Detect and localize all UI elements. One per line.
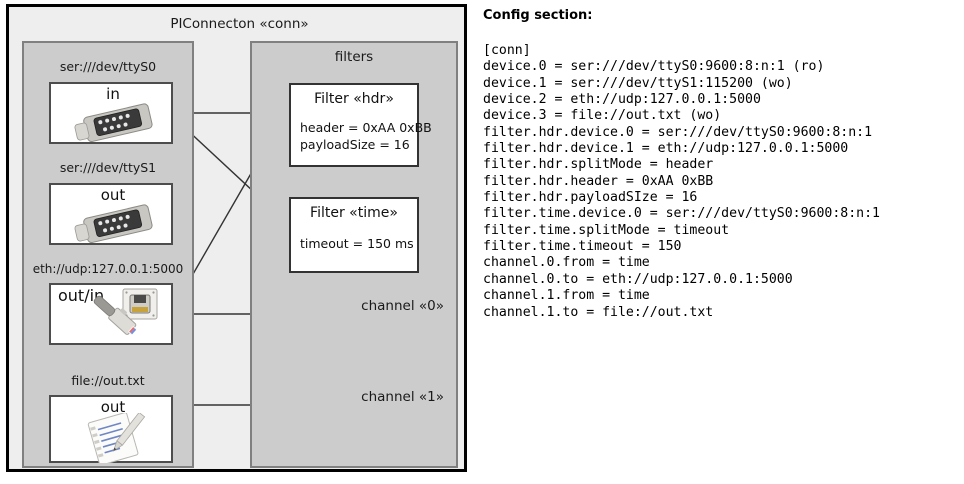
- config-line: device.0 = ser:///dev/ttyS0:9600:8:n:1 (…: [483, 59, 825, 75]
- connection-diagram: PIConnecton «conn» ser:///dev/ttyS0 in: [0, 0, 478, 484]
- filter-time-prop-timeout: timeout = 150 ms: [300, 236, 414, 251]
- config-line: filter.time.splitMode = timeout: [483, 222, 730, 238]
- device-label-ttys1: ser:///dev/ttyS1: [59, 160, 157, 175]
- config-line: device.1 = ser:///dev/ttyS1:115200 (wo): [483, 75, 793, 91]
- filters-panel: filters Filter «hdr» header = 0xAA 0xBB …: [250, 41, 458, 468]
- diagram-outer-frame: PIConnecton «conn» ser:///dev/ttyS0 in: [6, 4, 467, 472]
- device-label-eth: eth://udp:127.0.0.1:5000: [32, 262, 184, 276]
- diagram-title: PIConnecton «conn»: [170, 16, 309, 32]
- filter-hdr-prop-header: header = 0xAA 0xBB: [300, 120, 432, 135]
- config-line: channel.1.from = time: [483, 288, 650, 304]
- filter-time-title: Filter «time»: [310, 205, 398, 221]
- device-box-file[interactable]: out: [49, 395, 173, 463]
- config-line: device.3 = file://out.txt (wo): [483, 108, 722, 124]
- filter-box-time[interactable]: Filter «time» timeout = 150 ms: [289, 197, 419, 273]
- channel-0-label: channel «0»: [361, 298, 444, 314]
- device-label-file: file://out.txt: [71, 373, 145, 388]
- filter-hdr-prop-payloadsize: payloadSize = 16: [300, 137, 410, 152]
- serial-db9-connector-icon: [74, 103, 153, 143]
- device-box-eth[interactable]: out/in: [49, 283, 173, 345]
- device-box-ttys1[interactable]: out: [49, 183, 173, 245]
- device-box-ttys0[interactable]: in: [49, 82, 173, 144]
- config-line: [conn]: [483, 43, 531, 58]
- device-role-file: out: [100, 398, 126, 416]
- device-role-eth: out/in: [58, 286, 105, 305]
- text-file-pencil-icon: [87, 413, 146, 463]
- config-line: filter.hdr.payloadSIze = 16: [483, 190, 698, 206]
- config-line: filter.hdr.device.1 = eth://udp:127.0.0.…: [483, 141, 849, 157]
- config-line: filter.hdr.header = 0xAA 0xBB: [483, 173, 714, 189]
- devices-panel: ser:///dev/ttyS0 in: [22, 41, 194, 468]
- ethernet-rj45-icon: [93, 288, 158, 335]
- config-heading: Config section:: [483, 8, 593, 23]
- config-text-block: [conn]device.0 = ser:///dev/ttyS0:9600:8…: [483, 43, 880, 321]
- device-label-ttys0: ser:///dev/ttyS0: [59, 59, 157, 74]
- config-line: channel.0.to = eth://udp:127.0.0.1:5000: [483, 271, 793, 287]
- config-line: device.2 = eth://udp:127.0.0.1:5000: [483, 92, 761, 108]
- device-role-ttys1: out: [100, 186, 126, 204]
- filter-box-hdr[interactable]: Filter «hdr» header = 0xAA 0xBB payloadS…: [289, 83, 432, 167]
- config-line: channel.0.from = time: [483, 255, 650, 271]
- filters-panel-title: filters: [334, 49, 374, 65]
- config-line: filter.time.timeout = 150: [483, 239, 682, 255]
- device-role-ttys0: in: [106, 85, 120, 103]
- config-line: filter.hdr.splitMode = header: [483, 157, 714, 173]
- config-line: filter.hdr.device.0 = ser:///dev/ttyS0:9…: [483, 124, 873, 140]
- config-line: channel.1.to = file://out.txt: [483, 304, 714, 320]
- config-line: filter.time.device.0 = ser:///dev/ttyS0:…: [483, 206, 880, 222]
- filter-hdr-title: Filter «hdr»: [314, 91, 394, 107]
- serial-db9-connector-icon: [74, 204, 153, 244]
- channel-1-label: channel «1»: [361, 389, 444, 405]
- config-section: Config section: [conn]device.0 = ser:///…: [478, 0, 964, 484]
